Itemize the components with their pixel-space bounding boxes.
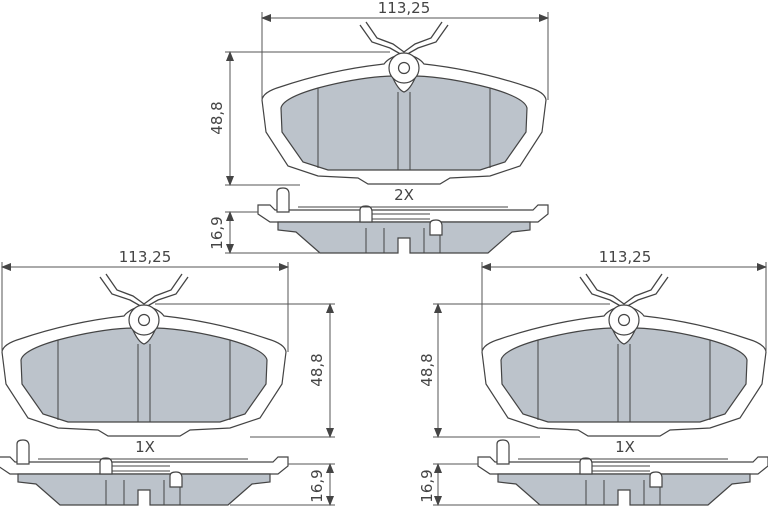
top-brake-pad: 113,25 48,8 16,9 2X (208, 0, 549, 254)
top-height-label: 48,8 (208, 101, 226, 134)
top-thickness-dimension: 16,9 (208, 211, 320, 254)
bottom-left-thickness-label: 16,9 (308, 469, 326, 502)
bottom-right-height-dimension: 48,8 (418, 303, 610, 438)
bottom-right-width-dimension: 113,25 (481, 248, 767, 352)
bottom-left-brake-pad: 113,25 48,8 16,9 1X (0, 248, 335, 506)
top-quantity-label: 2X (394, 186, 414, 204)
bottom-left-height-dimension: 48,8 (155, 303, 335, 438)
bottom-right-height-label: 48,8 (418, 353, 436, 386)
top-pad-shape (257, 21, 549, 254)
bottom-left-pad-shape (0, 273, 289, 506)
bottom-left-thickness-dimension: 16,9 (230, 463, 335, 506)
top-thickness-label: 16,9 (208, 216, 226, 249)
bottom-right-brake-pad: 113,25 48,8 16,9 1X (418, 248, 768, 506)
bottom-right-pad-shape (477, 273, 768, 506)
top-width-label: 113,25 (378, 0, 431, 17)
bottom-right-thickness-dimension: 16,9 (418, 463, 540, 506)
bottom-right-thickness-label: 16,9 (418, 469, 436, 502)
bottom-left-quantity-label: 1X (135, 438, 155, 456)
top-height-dimension: 48,8 (208, 51, 390, 186)
bottom-left-height-label: 48,8 (308, 353, 326, 386)
bottom-right-width-label: 113,25 (599, 248, 652, 266)
bottom-left-width-label: 113,25 (119, 248, 172, 266)
bottom-right-quantity-label: 1X (615, 438, 635, 456)
bottom-left-width-dimension: 113,25 (1, 248, 289, 352)
top-width-dimension: 113,25 (261, 0, 549, 100)
